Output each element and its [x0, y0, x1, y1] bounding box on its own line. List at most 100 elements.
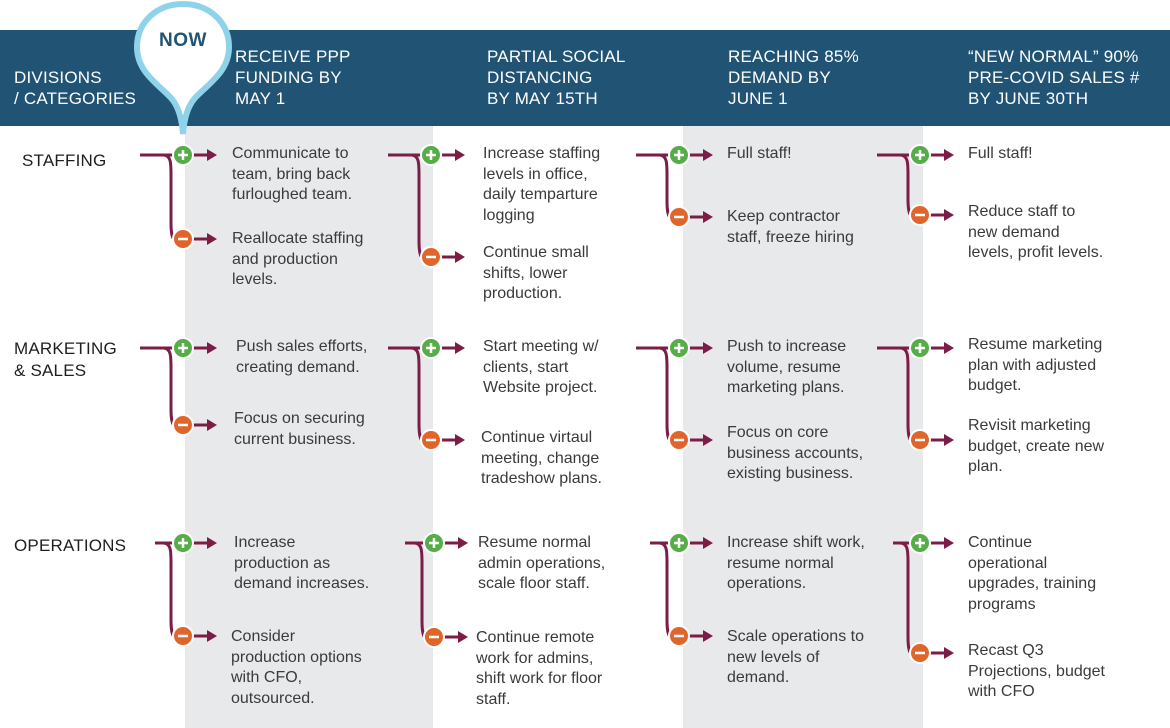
arrow-head-icon	[207, 630, 217, 642]
branch-line	[899, 153, 912, 217]
connector-marketing-phase2	[388, 337, 465, 451]
operations-phase4-plus: Continue operational upgrades, training …	[968, 534, 1097, 613]
branch-line	[899, 541, 912, 655]
connector-operations-phase2	[405, 532, 468, 648]
arrow-head-icon	[458, 537, 468, 549]
phase-heading-2: PARTIAL SOCIAL DISTANCING BY MAY 15TH	[487, 47, 626, 108]
operations-phase1-plus: Increase production as demand increases.	[234, 534, 370, 592]
operations-phase3-minus: Scale operations to new levels of demand…	[727, 628, 864, 686]
marketing-phase3-plus: Push to increase volume, resume marketin…	[727, 338, 847, 396]
plus-icon	[172, 144, 194, 166]
plus-icon	[172, 532, 194, 554]
arrow-head-icon	[703, 434, 713, 446]
arrow-head-icon	[944, 647, 954, 659]
branch-line	[658, 153, 671, 219]
arrow-head-icon	[944, 342, 954, 354]
operations-phase2-minus: Continue remote work for admins, shift w…	[476, 629, 603, 708]
marketing-phase1-plus: Push sales efforts, creating demand.	[236, 338, 368, 376]
arrow-head-icon	[703, 211, 713, 223]
minus-icon	[668, 206, 690, 228]
phase-heading-4: “NEW NORMAL” 90% PRE-COVID SALES # BY JU…	[968, 47, 1140, 108]
minus-icon	[668, 429, 690, 451]
staffing-phase1-minus: Reallocate staffing and production level…	[232, 230, 364, 288]
connector-staffing-phase1	[140, 144, 217, 250]
plus-icon	[420, 337, 442, 359]
staffing-phase2-plus: Increase staffing levels in office, dail…	[483, 145, 601, 224]
categories-heading: DIVISIONS / CATEGORIES	[14, 68, 137, 108]
arrow-head-icon	[944, 537, 954, 549]
staffing-phase4-minus: Reduce staff to new demand levels, profi…	[968, 203, 1104, 261]
branch-line	[410, 346, 423, 442]
minus-icon	[420, 429, 442, 451]
branch-line	[899, 346, 912, 442]
arrow-head-icon	[458, 631, 468, 643]
connector-operations-phase1	[155, 532, 217, 647]
branch-line	[162, 346, 175, 427]
plus-icon	[172, 337, 194, 359]
plus-icon	[668, 144, 690, 166]
connector-operations-phase4	[893, 532, 954, 664]
row-label-marketing-sales: MARKETING & SALES	[14, 339, 117, 380]
arrow-head-icon	[455, 149, 465, 161]
arrow-head-icon	[703, 537, 713, 549]
connector-marketing-phase4	[877, 337, 954, 451]
plus-icon	[423, 532, 445, 554]
operations-phase4-minus: Recast Q3 Projections, budget with CFO	[968, 642, 1105, 700]
plus-icon	[668, 337, 690, 359]
arrow-head-icon	[207, 233, 217, 245]
minus-icon	[909, 204, 931, 226]
plus-icon	[909, 532, 931, 554]
marketing-phase4-plus: Resume marketing plan with adjusted budg…	[968, 336, 1103, 394]
arrow-head-icon	[455, 342, 465, 354]
arrow-head-icon	[944, 209, 954, 221]
staffing-phase3-plus: Full staff!	[727, 145, 792, 162]
plus-icon	[909, 144, 931, 166]
marketing-phase2-minus: Continue virtaul meeting, change tradesh…	[481, 429, 602, 487]
minus-icon	[423, 626, 445, 648]
marketing-phase4-minus: Revisit marketing budget, create new pla…	[968, 417, 1105, 475]
arrow-head-icon	[455, 434, 465, 446]
connector-marketing-phase1	[140, 337, 217, 436]
branch-line	[162, 153, 175, 241]
arrow-head-icon	[207, 419, 217, 431]
arrow-head-icon	[703, 342, 713, 354]
operations-phase2-plus: Resume normal admin operations, scale fl…	[478, 534, 606, 592]
plus-icon	[420, 144, 442, 166]
branch-line	[410, 153, 423, 259]
marketing-phase1-minus: Focus on securing current business.	[234, 410, 365, 448]
row-label-staffing: STAFFING	[22, 151, 107, 170]
row-label-operations: OPERATIONS	[14, 536, 127, 555]
arrow-head-icon	[207, 149, 217, 161]
phase-band-3	[683, 126, 923, 728]
arrow-head-icon	[944, 149, 954, 161]
plus-icon	[668, 532, 690, 554]
connector-operations-phase3	[650, 532, 713, 647]
minus-icon	[172, 228, 194, 250]
phase-heading-1: RECEIVE PPP FUNDING BY MAY 1	[235, 47, 351, 108]
staffing-phase3-minus: Keep contractor staff, freeze hiring	[727, 208, 854, 246]
arrow-head-icon	[703, 630, 713, 642]
connector-marketing-phase3	[636, 337, 713, 451]
minus-icon	[420, 246, 442, 268]
branch-line	[162, 541, 175, 638]
staffing-phase1-plus: Communicate to team, bring back furlough…	[232, 145, 353, 203]
arrow-head-icon	[703, 149, 713, 161]
minus-icon	[909, 642, 931, 664]
operations-phase1-minus: Consider production options with CFO, ou…	[231, 628, 362, 707]
phase-heading-3: REACHING 85% DEMAND BY JUNE 1	[728, 47, 859, 108]
connector-staffing-phase2	[388, 144, 465, 268]
operations-phase3-plus: Increase shift work, resume normal opera…	[727, 534, 865, 592]
plus-icon	[909, 337, 931, 359]
marketing-phase3-minus: Focus on core business accounts, existin…	[727, 424, 864, 482]
arrow-head-icon	[207, 537, 217, 549]
arrow-head-icon	[455, 251, 465, 263]
now-pin-icon	[133, 0, 233, 135]
branch-line	[658, 346, 671, 442]
phase-band-1	[185, 126, 433, 728]
minus-icon	[909, 429, 931, 451]
arrow-head-icon	[207, 342, 217, 354]
branch-line	[413, 541, 426, 639]
connector-staffing-phase3	[636, 144, 713, 228]
now-marker-label: NOW	[159, 30, 207, 51]
